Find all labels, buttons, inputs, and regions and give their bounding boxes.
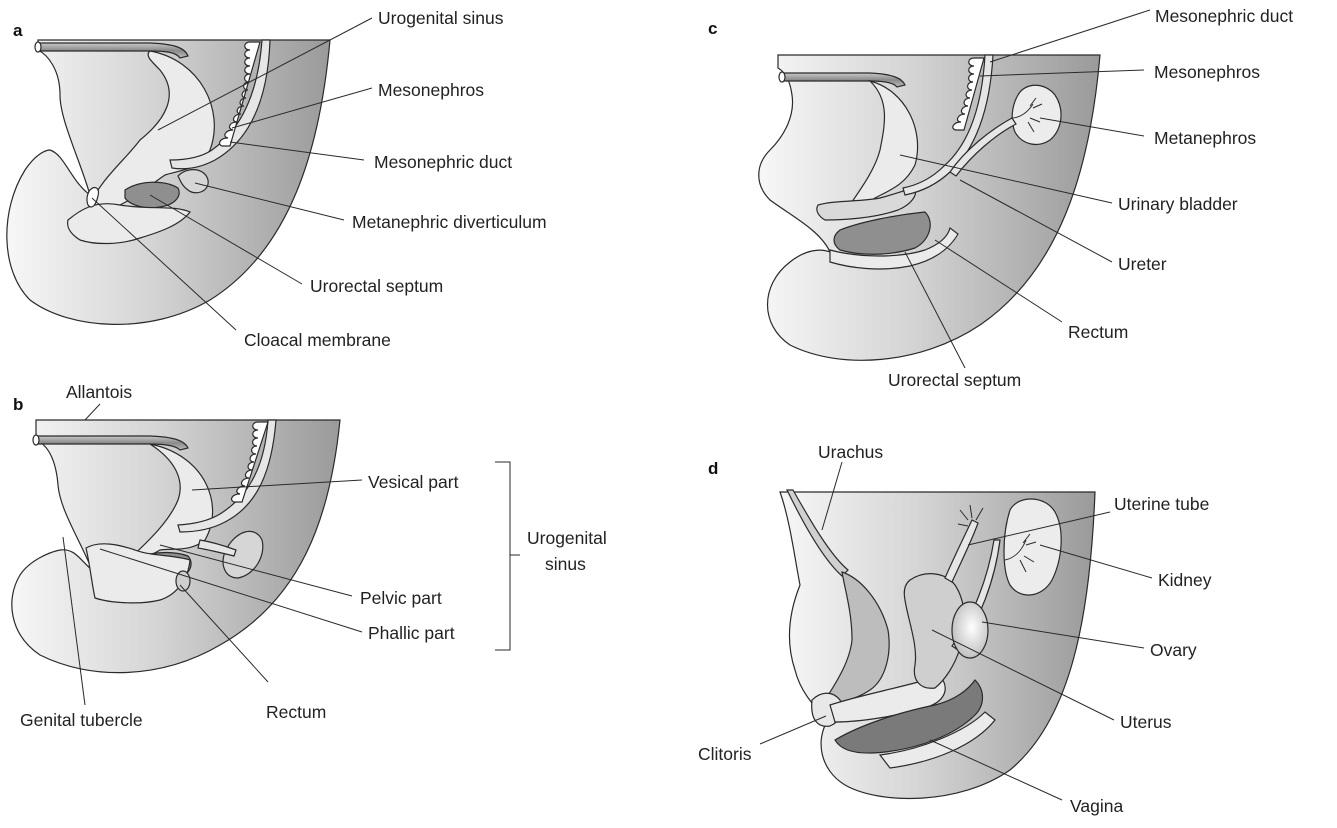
panel-c-label-urinary-bladder: Urinary bladder xyxy=(1118,194,1238,214)
panel-a-label-urorectal-septum: Urorectal septum xyxy=(310,276,443,296)
panel-b-label-urogenital: Urogenital xyxy=(527,528,607,548)
panel-d-label-clitoris: Clitoris xyxy=(698,744,752,764)
panel-c-leader-mesonephric-duct xyxy=(990,10,1150,62)
panel-d-label-vagina: Vagina xyxy=(1070,796,1123,816)
panel-d-leader-clitoris xyxy=(760,716,826,744)
panel-b-label-phallic-part: Phallic part xyxy=(368,623,455,643)
panel-d-ovary xyxy=(952,602,988,658)
panel-c-label-mesonephric-duct: Mesonephric duct xyxy=(1155,6,1293,26)
panel-a-urorectal-septum xyxy=(125,182,179,208)
panel-c-label-ureter: Ureter xyxy=(1118,254,1167,274)
panel-a-label-cloacal-membrane: Cloacal membrane xyxy=(244,330,391,350)
panel-a-label-urogenital-sinus: Urogenital sinus xyxy=(378,8,504,28)
panel-c-metanephros xyxy=(1012,85,1061,144)
panel-a-label-metanephric-diverticulum: Metanephric diverticulum xyxy=(352,212,547,232)
panel-b-letter: b xyxy=(13,395,23,414)
panel-d-label-urachus: Urachus xyxy=(818,442,883,462)
panel-d-label-ovary: Ovary xyxy=(1150,640,1197,660)
panel-b-label-sinus: sinus xyxy=(545,554,586,574)
panel-b-label-pelvic-part: Pelvic part xyxy=(360,588,442,608)
panel-a-allantois-opening xyxy=(35,42,41,52)
panel-d: d Urachus Uterine tube Kidney Ovary Uter… xyxy=(698,442,1212,816)
panel-c-label-mesonephros: Mesonephros xyxy=(1154,62,1260,82)
panel-c: c Mesonephric duct Mesonephros Metanephr… xyxy=(708,6,1293,390)
panel-b-label-genital-tubercle: Genital tubercle xyxy=(20,710,143,730)
panel-b-label-vesical-part: Vesical part xyxy=(368,472,459,492)
panel-d-letter: d xyxy=(708,459,718,478)
panel-a: a Urogenital sinus Mesonephros Mesonephr… xyxy=(7,8,547,350)
panel-b-allantois-opening xyxy=(33,435,39,445)
panel-a-letter: a xyxy=(13,21,23,40)
panel-d-label-uterus: Uterus xyxy=(1120,712,1172,732)
panel-d-label-uterine-tube: Uterine tube xyxy=(1114,494,1209,514)
panel-c-letter: c xyxy=(708,19,717,38)
panel-a-label-mesonephric-duct: Mesonephric duct xyxy=(374,152,512,172)
panel-c-allantois-opening xyxy=(779,72,785,82)
panel-c-label-rectum: Rectum xyxy=(1068,322,1128,342)
panel-c-label-urorectal-septum: Urorectal septum xyxy=(888,370,1021,390)
panel-d-label-kidney: Kidney xyxy=(1158,570,1212,590)
panel-b-sinus-bracket xyxy=(495,462,520,650)
panel-a-label-mesonephros: Mesonephros xyxy=(378,80,484,100)
panel-b-leader-allantois xyxy=(85,404,100,420)
panel-c-label-metanephros: Metanephros xyxy=(1154,128,1256,148)
panel-b-label-rectum: Rectum xyxy=(266,702,326,722)
panel-b-label-allantois: Allantois xyxy=(66,382,132,402)
panel-b: b Allantois Vesical part Pelvic part Pha… xyxy=(12,382,607,730)
